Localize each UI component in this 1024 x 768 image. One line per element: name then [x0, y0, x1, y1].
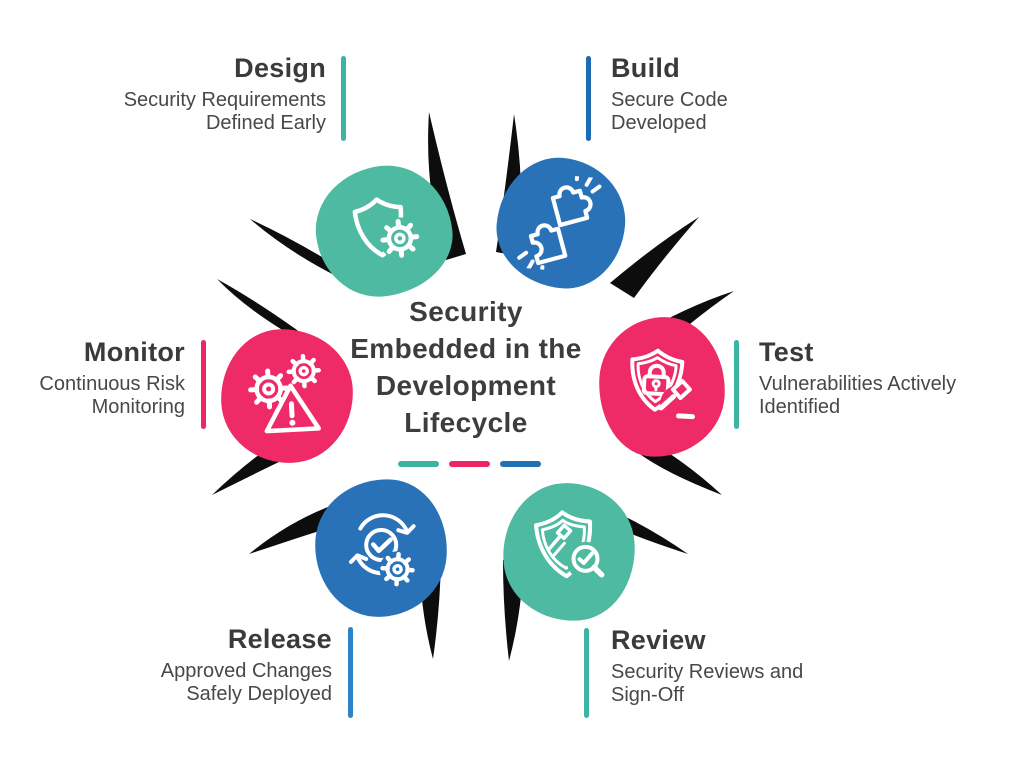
gears-warning-icon: [248, 353, 321, 434]
design-blob: [309, 159, 459, 303]
shield-lock-gavel-icon: [630, 348, 699, 423]
release-accent-bar: [348, 627, 353, 718]
dash-teal: [398, 461, 439, 467]
design-label-group: Design Security Requirements Defined Ear…: [124, 53, 326, 135]
shield-gavel-magnifier-icon: [534, 510, 605, 580]
release-blob: [310, 474, 452, 622]
monitor-title: Monitor: [83, 337, 185, 367]
monitor-label-group: Monitor Continuous Risk Monitoring: [39, 337, 185, 419]
design-title: Design: [234, 53, 326, 83]
dash-pink: [449, 461, 490, 467]
review-accent-bar: [584, 628, 589, 718]
review-blob: [498, 478, 640, 626]
build-title: Build: [611, 53, 680, 83]
test-blob: [595, 313, 729, 461]
test-title: Test: [759, 337, 814, 367]
monitor-accent-bar: [201, 340, 206, 429]
release-title: Release: [227, 624, 332, 654]
test-accent-bar: [734, 340, 739, 429]
design-accent-bar: [341, 56, 346, 141]
review-description: Security Reviews and Sign-Off: [611, 661, 804, 706]
build-blob: [491, 152, 631, 294]
dash-blue: [500, 461, 541, 467]
center-title: Security Embedded in the Development Lif…: [350, 296, 582, 438]
release-description: Approved Changes Safely Deployed: [160, 660, 332, 705]
design-description: Security Requirements Defined Early: [123, 89, 326, 134]
build-label-group: Build Secure Code Developed: [611, 53, 728, 135]
shield-gear-icon: [352, 197, 421, 260]
sync-check-gear-icon: [348, 513, 416, 588]
release-label-group: Release Approved Changes Safely Deployed: [161, 624, 332, 706]
build-description: Secure Code Developed: [611, 89, 728, 134]
monitor-blob: [217, 325, 357, 467]
monitor-description: Continuous Risk Monitoring: [39, 373, 185, 418]
test-label-group: Test Vulnerabilities Actively Identified: [759, 337, 956, 419]
review-label-group: Review Security Reviews and Sign-Off: [611, 625, 803, 707]
test-description: Vulnerabilities Actively Identified: [759, 373, 957, 418]
review-title: Review: [611, 625, 706, 655]
build-accent-bar: [586, 56, 591, 141]
puzzle-pieces-icon: [517, 170, 602, 276]
center-dashes: [398, 461, 541, 467]
